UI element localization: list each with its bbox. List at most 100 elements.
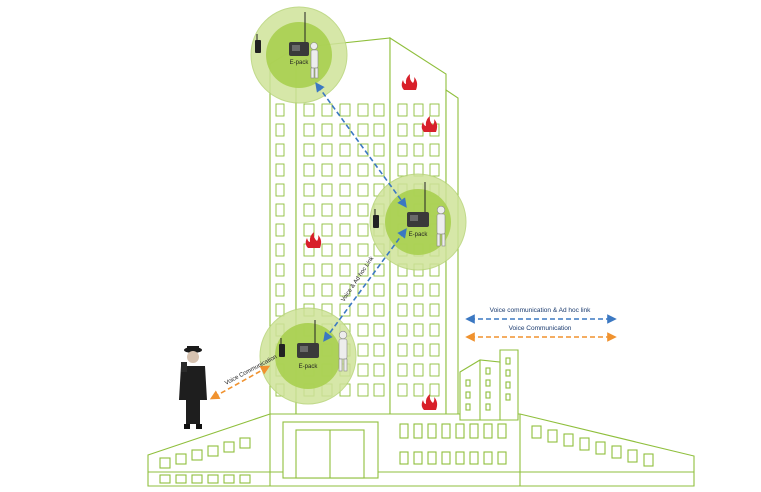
window [397,103,408,117]
window [397,343,408,357]
window [373,343,385,357]
window [321,123,333,137]
window [397,143,408,157]
window [357,243,369,257]
window [303,203,315,217]
window [357,103,369,117]
window [413,343,424,357]
window [321,223,333,237]
fire-icon [421,394,438,410]
legend-blue-label: Voice communication & Ad hoc link [490,307,592,314]
window [413,363,424,377]
window [357,223,369,237]
window [321,163,333,177]
legend: Voice communication & Ad hoc link Voice … [465,307,617,342]
window [429,163,440,177]
window [413,123,424,137]
window [275,123,285,137]
firefighter-icon [310,42,319,79]
window [303,143,315,157]
window [303,163,315,177]
window [373,323,385,337]
epack-icon [289,12,309,56]
window [275,203,285,217]
window [303,123,315,137]
window [321,103,333,117]
window [357,363,369,377]
window [339,103,351,117]
window [397,363,408,377]
window [429,283,440,297]
window [373,283,385,297]
window [413,323,424,337]
window [303,183,315,197]
epack-icon [407,182,429,227]
window [429,303,440,317]
window [321,203,333,217]
window [357,203,369,217]
window [339,183,351,197]
window [275,143,285,157]
window [373,383,385,397]
window [275,163,285,177]
adhoc-link-top-mid [315,82,407,208]
radio-icon [255,34,261,53]
officer-icon [179,346,207,429]
epack-icon [297,320,319,358]
window [303,223,315,237]
small-building [459,349,519,421]
window [397,123,408,137]
node-mid: E-pack [369,173,467,271]
window [397,163,408,177]
window [429,323,440,337]
window [413,283,424,297]
window [303,283,315,297]
window [321,243,333,257]
node-label: E-pack [409,232,429,238]
firefighter-icon [436,205,446,247]
window [429,363,440,377]
window [339,243,351,257]
window [339,203,351,217]
window [321,143,333,157]
window [357,123,369,137]
window [357,343,369,357]
base-windows-right [399,423,654,467]
fire-icon [421,116,438,132]
voice-link-officer [209,365,271,400]
window [339,223,351,237]
fire-icon [305,232,322,248]
window [429,343,440,357]
window [275,243,285,257]
window [357,303,369,317]
window [373,143,385,157]
window [413,143,424,157]
adhoc-link-mid-low [323,228,407,342]
window [357,143,369,157]
window [275,283,285,297]
legend-orange-label: Voice Communication [509,325,572,332]
window [429,143,440,157]
window [275,303,285,317]
window [357,183,369,197]
window [275,223,285,237]
window [413,383,424,397]
window [429,103,440,117]
radio-icon [373,209,379,228]
window [339,143,351,157]
node-top: E-pack [250,6,348,104]
window [339,303,351,317]
window [373,303,385,317]
window [397,323,408,337]
window [373,103,385,117]
window [429,383,440,397]
window [397,283,408,297]
node-label: E-pack [299,364,319,370]
window [321,183,333,197]
window [339,123,351,137]
window [321,283,333,297]
window [275,183,285,197]
window [357,323,369,337]
